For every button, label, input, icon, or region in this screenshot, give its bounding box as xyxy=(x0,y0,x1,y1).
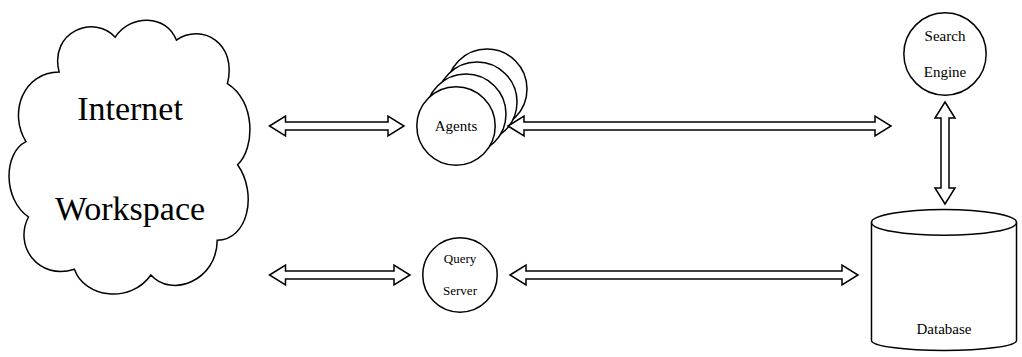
cloud-region-outline xyxy=(3,14,258,304)
cloud-region: Internet Workspace xyxy=(3,14,258,304)
agent-circle: Agents xyxy=(416,86,496,166)
database-cylinder: Database xyxy=(870,208,1018,352)
double-arrow xyxy=(270,265,411,285)
node-label: Internet Workspace xyxy=(23,59,238,259)
node-label: Search Engine xyxy=(915,18,975,90)
node-label: Query Server xyxy=(435,243,485,307)
double-arrow xyxy=(508,116,891,136)
double-arrow xyxy=(935,102,955,204)
node-label: Database xyxy=(917,320,972,338)
node-label: Agents xyxy=(435,117,478,135)
process-circle: Query Server xyxy=(422,237,498,313)
process-circle: Search Engine xyxy=(903,12,987,96)
double-arrow xyxy=(270,116,405,136)
double-arrow xyxy=(510,265,858,285)
process-circle-outline xyxy=(903,12,987,96)
process-circle-outline xyxy=(422,237,498,313)
